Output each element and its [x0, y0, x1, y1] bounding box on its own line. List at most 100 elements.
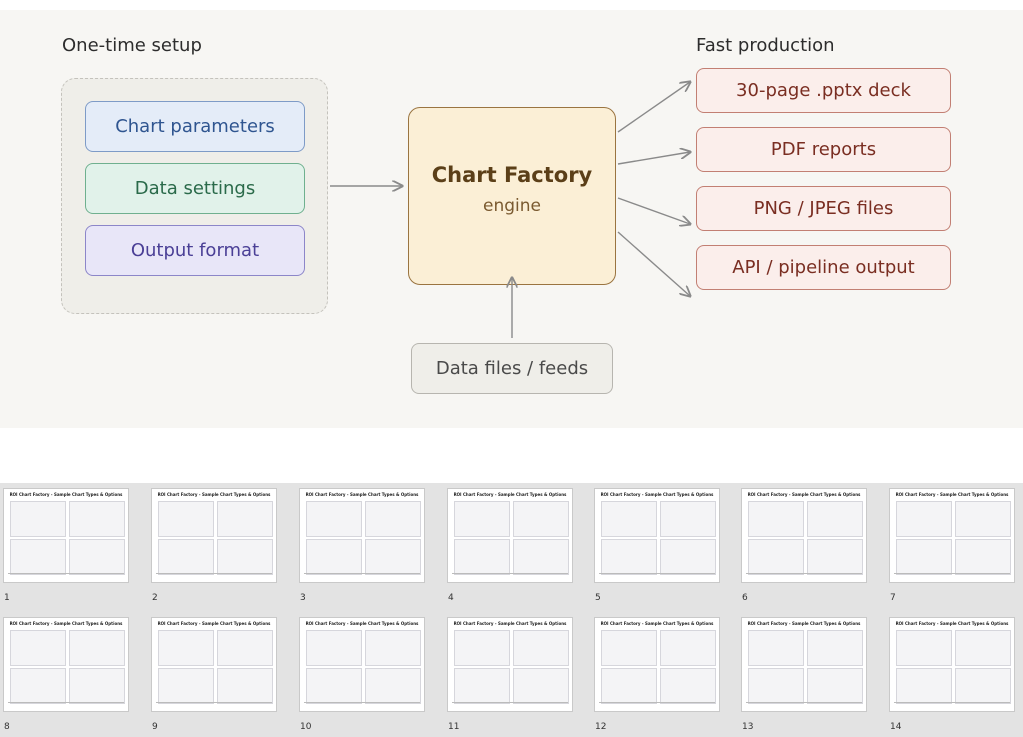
- slide-thumbnail-title: ROI Chart Factory - Sample Chart Types &…: [9, 492, 123, 497]
- slide-thumbnail-title: ROI Chart Factory - Sample Chart Types &…: [600, 621, 714, 626]
- slide-thumbnail[interactable]: ROI Chart Factory - Sample Chart Types &…: [447, 488, 573, 583]
- slide-thumbnail-title: ROI Chart Factory - Sample Chart Types &…: [747, 621, 861, 626]
- slide-chart-panel: [896, 630, 952, 666]
- slide-footer: [304, 573, 420, 579]
- slide-chart-panel: [69, 501, 125, 537]
- slide-chart-panel: [748, 501, 804, 537]
- slide-chart-panel: [365, 501, 421, 537]
- slide-chart-panel: [306, 668, 362, 704]
- data-feeds-box: Data files / feeds: [411, 343, 613, 394]
- slide-chart-panel: [660, 539, 716, 575]
- slide-thumbnail[interactable]: ROI Chart Factory - Sample Chart Types &…: [447, 617, 573, 712]
- slide-thumbnail[interactable]: ROI Chart Factory - Sample Chart Types &…: [594, 617, 720, 712]
- slide-chart-panel: [10, 539, 66, 575]
- slide-chart-panel: [217, 539, 273, 575]
- engine-to-pptx-arrow: [617, 82, 690, 133]
- slide-chart-panel: [365, 668, 421, 704]
- slide-thumbnail[interactable]: ROI Chart Factory - Sample Chart Types &…: [889, 617, 1015, 712]
- slide-chart-panel: [454, 539, 510, 575]
- slide-chart-panel: [955, 501, 1011, 537]
- slide-chart-panel: [601, 539, 657, 575]
- slide-number: 10: [300, 722, 312, 732]
- slide-chart-panel: [217, 501, 273, 537]
- slide-number: 13: [742, 722, 754, 732]
- slide-thumbnail[interactable]: ROI Chart Factory - Sample Chart Types &…: [3, 617, 129, 712]
- slide-chart-panel: [601, 501, 657, 537]
- slide-chart-panel: [365, 630, 421, 666]
- slide-number: 5: [595, 593, 601, 603]
- slide-footer: [156, 573, 272, 579]
- slide-chart-panel: [306, 539, 362, 575]
- slide-chart-panel: [217, 668, 273, 704]
- slide-thumbnail[interactable]: ROI Chart Factory - Sample Chart Types &…: [299, 488, 425, 583]
- slide-chart-panel: [513, 501, 569, 537]
- slide-chart-panel: [454, 501, 510, 537]
- slide-number: 2: [152, 593, 158, 603]
- engine-to-pdf-arrow: [617, 152, 690, 165]
- slide-chart-panel: [896, 539, 952, 575]
- slide-footer: [452, 702, 568, 708]
- slide-chart-panel: [454, 668, 510, 704]
- slide-thumbnail[interactable]: ROI Chart Factory - Sample Chart Types &…: [741, 488, 867, 583]
- slide-chart-panel: [158, 539, 214, 575]
- slide-chart-panel: [158, 668, 214, 704]
- slide-thumbnail[interactable]: ROI Chart Factory - Sample Chart Types &…: [151, 488, 277, 583]
- chart-factory-engine: Chart Factory engine: [408, 107, 616, 285]
- slide-number: 4: [448, 593, 454, 603]
- slide-thumbnail[interactable]: ROI Chart Factory - Sample Chart Types &…: [3, 488, 129, 583]
- slide-footer: [8, 573, 124, 579]
- slide-thumbnail-title: ROI Chart Factory - Sample Chart Types &…: [600, 492, 714, 497]
- slide-chart-panel: [955, 630, 1011, 666]
- slide-thumbnail[interactable]: ROI Chart Factory - Sample Chart Types &…: [151, 617, 277, 712]
- output-pptx-box: 30-page .pptx deck: [696, 68, 951, 113]
- slide-chart-panel: [660, 501, 716, 537]
- slide-number: 7: [890, 593, 896, 603]
- slide-footer: [8, 702, 124, 708]
- slide-footer: [452, 573, 568, 579]
- slide-chart-panel: [601, 630, 657, 666]
- slide-chart-panel: [748, 630, 804, 666]
- slide-thumbnail-title: ROI Chart Factory - Sample Chart Types &…: [305, 621, 419, 626]
- slide-chart-panel: [10, 501, 66, 537]
- slide-chart-panel: [513, 630, 569, 666]
- slide-thumbnail-title: ROI Chart Factory - Sample Chart Types &…: [747, 492, 861, 497]
- slide-thumbnail[interactable]: ROI Chart Factory - Sample Chart Types &…: [741, 617, 867, 712]
- slide-thumbnail-title: ROI Chart Factory - Sample Chart Types &…: [305, 492, 419, 497]
- slide-footer: [746, 573, 862, 579]
- slide-chart-panel: [513, 668, 569, 704]
- slide-thumbnail[interactable]: ROI Chart Factory - Sample Chart Types &…: [889, 488, 1015, 583]
- slide-number: 14: [890, 722, 902, 732]
- slide-chart-panel: [748, 668, 804, 704]
- production-heading: Fast production: [696, 35, 835, 56]
- slide-footer: [599, 573, 715, 579]
- slide-thumbnail[interactable]: ROI Chart Factory - Sample Chart Types &…: [594, 488, 720, 583]
- slide-footer: [156, 702, 272, 708]
- slide-number: 3: [300, 593, 306, 603]
- slide-thumbnail-title: ROI Chart Factory - Sample Chart Types &…: [157, 492, 271, 497]
- slide-footer: [599, 702, 715, 708]
- engine-to-png-arrow: [617, 197, 690, 224]
- slide-chart-panel: [69, 668, 125, 704]
- slide-chart-panel: [306, 501, 362, 537]
- slide-chart-panel: [306, 630, 362, 666]
- data-settings-box: Data settings: [85, 163, 305, 214]
- slide-chart-panel: [955, 539, 1011, 575]
- slide-chart-panel: [807, 501, 863, 537]
- slide-chart-panel: [660, 668, 716, 704]
- slide-thumbnail-title: ROI Chart Factory - Sample Chart Types &…: [895, 492, 1009, 497]
- slide-thumbnail[interactable]: ROI Chart Factory - Sample Chart Types &…: [299, 617, 425, 712]
- output-format-box: Output format: [85, 225, 305, 276]
- slide-chart-panel: [896, 501, 952, 537]
- slide-chart-panel: [365, 539, 421, 575]
- slide-chart-panel: [807, 539, 863, 575]
- slide-thumbnail-title: ROI Chart Factory - Sample Chart Types &…: [895, 621, 1009, 626]
- slide-thumbnail-strip: ROI Chart Factory - Sample Chart Types &…: [0, 483, 1023, 737]
- slide-footer: [304, 702, 420, 708]
- slide-thumbnail-title: ROI Chart Factory - Sample Chart Types &…: [157, 621, 271, 626]
- slide-chart-panel: [217, 630, 273, 666]
- output-api-box: API / pipeline output: [696, 245, 951, 290]
- slide-chart-panel: [69, 630, 125, 666]
- slide-number: 8: [4, 722, 10, 732]
- slide-footer: [894, 573, 1010, 579]
- slide-chart-panel: [748, 539, 804, 575]
